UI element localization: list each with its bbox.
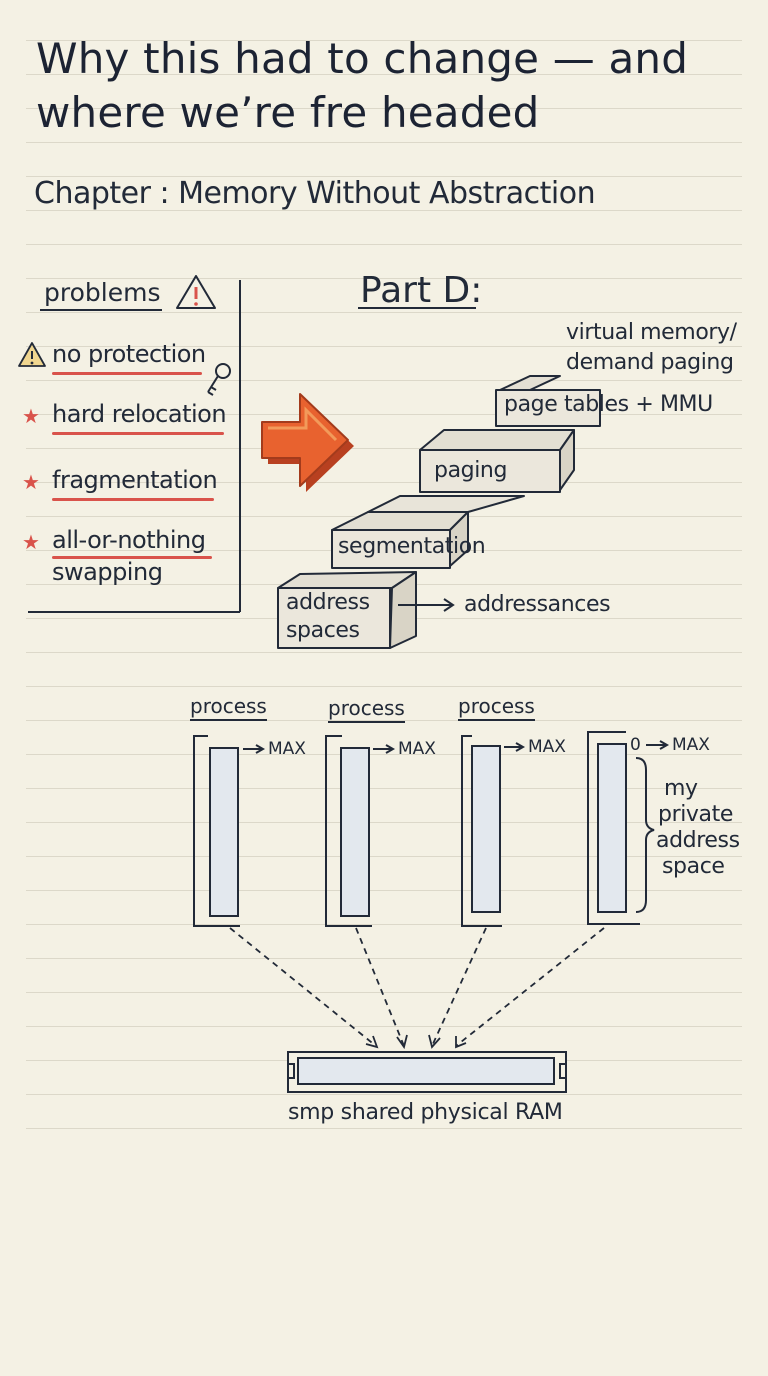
- problems-heading: problems: [39, 278, 163, 311]
- problem-item-4-line2: swapping: [52, 558, 163, 586]
- step-label-paging: paging: [434, 458, 508, 483]
- step-address-spaces: [277, 571, 417, 649]
- ram-label: smp shared physical RAM: [288, 1100, 563, 1125]
- process-columns: [193, 731, 670, 927]
- step-label-address: address: [286, 590, 370, 615]
- problem-text: all-or-nothing: [52, 526, 206, 554]
- process-label-2: process: [328, 696, 405, 723]
- red-underline: [52, 498, 214, 501]
- page-title: Why this had to change — and where we’re…: [36, 34, 689, 137]
- transition-arrow-icon: [261, 393, 354, 492]
- zero-label: 0: [630, 735, 641, 755]
- brace-note-line1: my: [664, 776, 698, 801]
- problem-item-2: hard relocation: [52, 400, 227, 435]
- max-label-3: MAX: [528, 737, 566, 757]
- step-label-page-tables: page tables + MMU: [504, 392, 713, 417]
- problem-text: hard relocation: [52, 400, 227, 428]
- top-note-line1: virtual memory/: [566, 320, 737, 345]
- problem-item-4: all-or-nothing: [52, 526, 212, 559]
- step-paging: [419, 429, 575, 493]
- staircase: [277, 375, 601, 649]
- process-label-3: process: [458, 694, 535, 721]
- part-d-heading: Part D:: [357, 270, 483, 311]
- ram-module-icon: [287, 1051, 567, 1093]
- problem-item-3: fragmentation: [52, 466, 218, 501]
- warning-small-icon: [18, 342, 46, 367]
- addressances-arrow: [398, 598, 455, 612]
- brace-note-line2: private: [658, 802, 733, 827]
- star-bullet-icon: ★: [22, 404, 40, 428]
- key-icon: [207, 363, 231, 396]
- process-label-1: process: [190, 694, 267, 721]
- mapping-arrowheads: [365, 1034, 467, 1050]
- private-space-brace: [635, 757, 655, 913]
- brace-note-line3: address: [656, 828, 740, 853]
- red-underline: [52, 432, 224, 435]
- max-label-2: MAX: [398, 739, 436, 759]
- mapping-arrows: [229, 927, 605, 1047]
- process-1: [193, 735, 266, 927]
- star-bullet-icon: ★: [22, 470, 40, 494]
- problem-text: no protection: [52, 340, 206, 368]
- star-bullet-icon: ★: [22, 530, 40, 554]
- step-label-spaces: spaces: [286, 618, 360, 643]
- step-page-tables: [495, 375, 601, 427]
- step-segmentation: [331, 495, 525, 569]
- red-underline: [52, 372, 202, 375]
- problem-item-1: no protection: [52, 340, 206, 375]
- max-label-1: MAX: [268, 739, 306, 759]
- process-4: [587, 731, 670, 925]
- max-label-4: MAX: [672, 735, 710, 755]
- addressances-note: addressances: [464, 592, 611, 617]
- brace-note-line4: space: [662, 854, 725, 879]
- process-2: [325, 735, 396, 927]
- step-label-segmentation: segmentation: [338, 534, 486, 559]
- top-note-line2: demand paging: [566, 350, 734, 375]
- chapter-subtitle: Chapter : Memory Without Abstraction: [34, 176, 596, 211]
- warning-icon: [176, 275, 216, 309]
- red-underline: [52, 556, 212, 559]
- process-3: [461, 735, 526, 927]
- problem-text: fragmentation: [52, 466, 218, 494]
